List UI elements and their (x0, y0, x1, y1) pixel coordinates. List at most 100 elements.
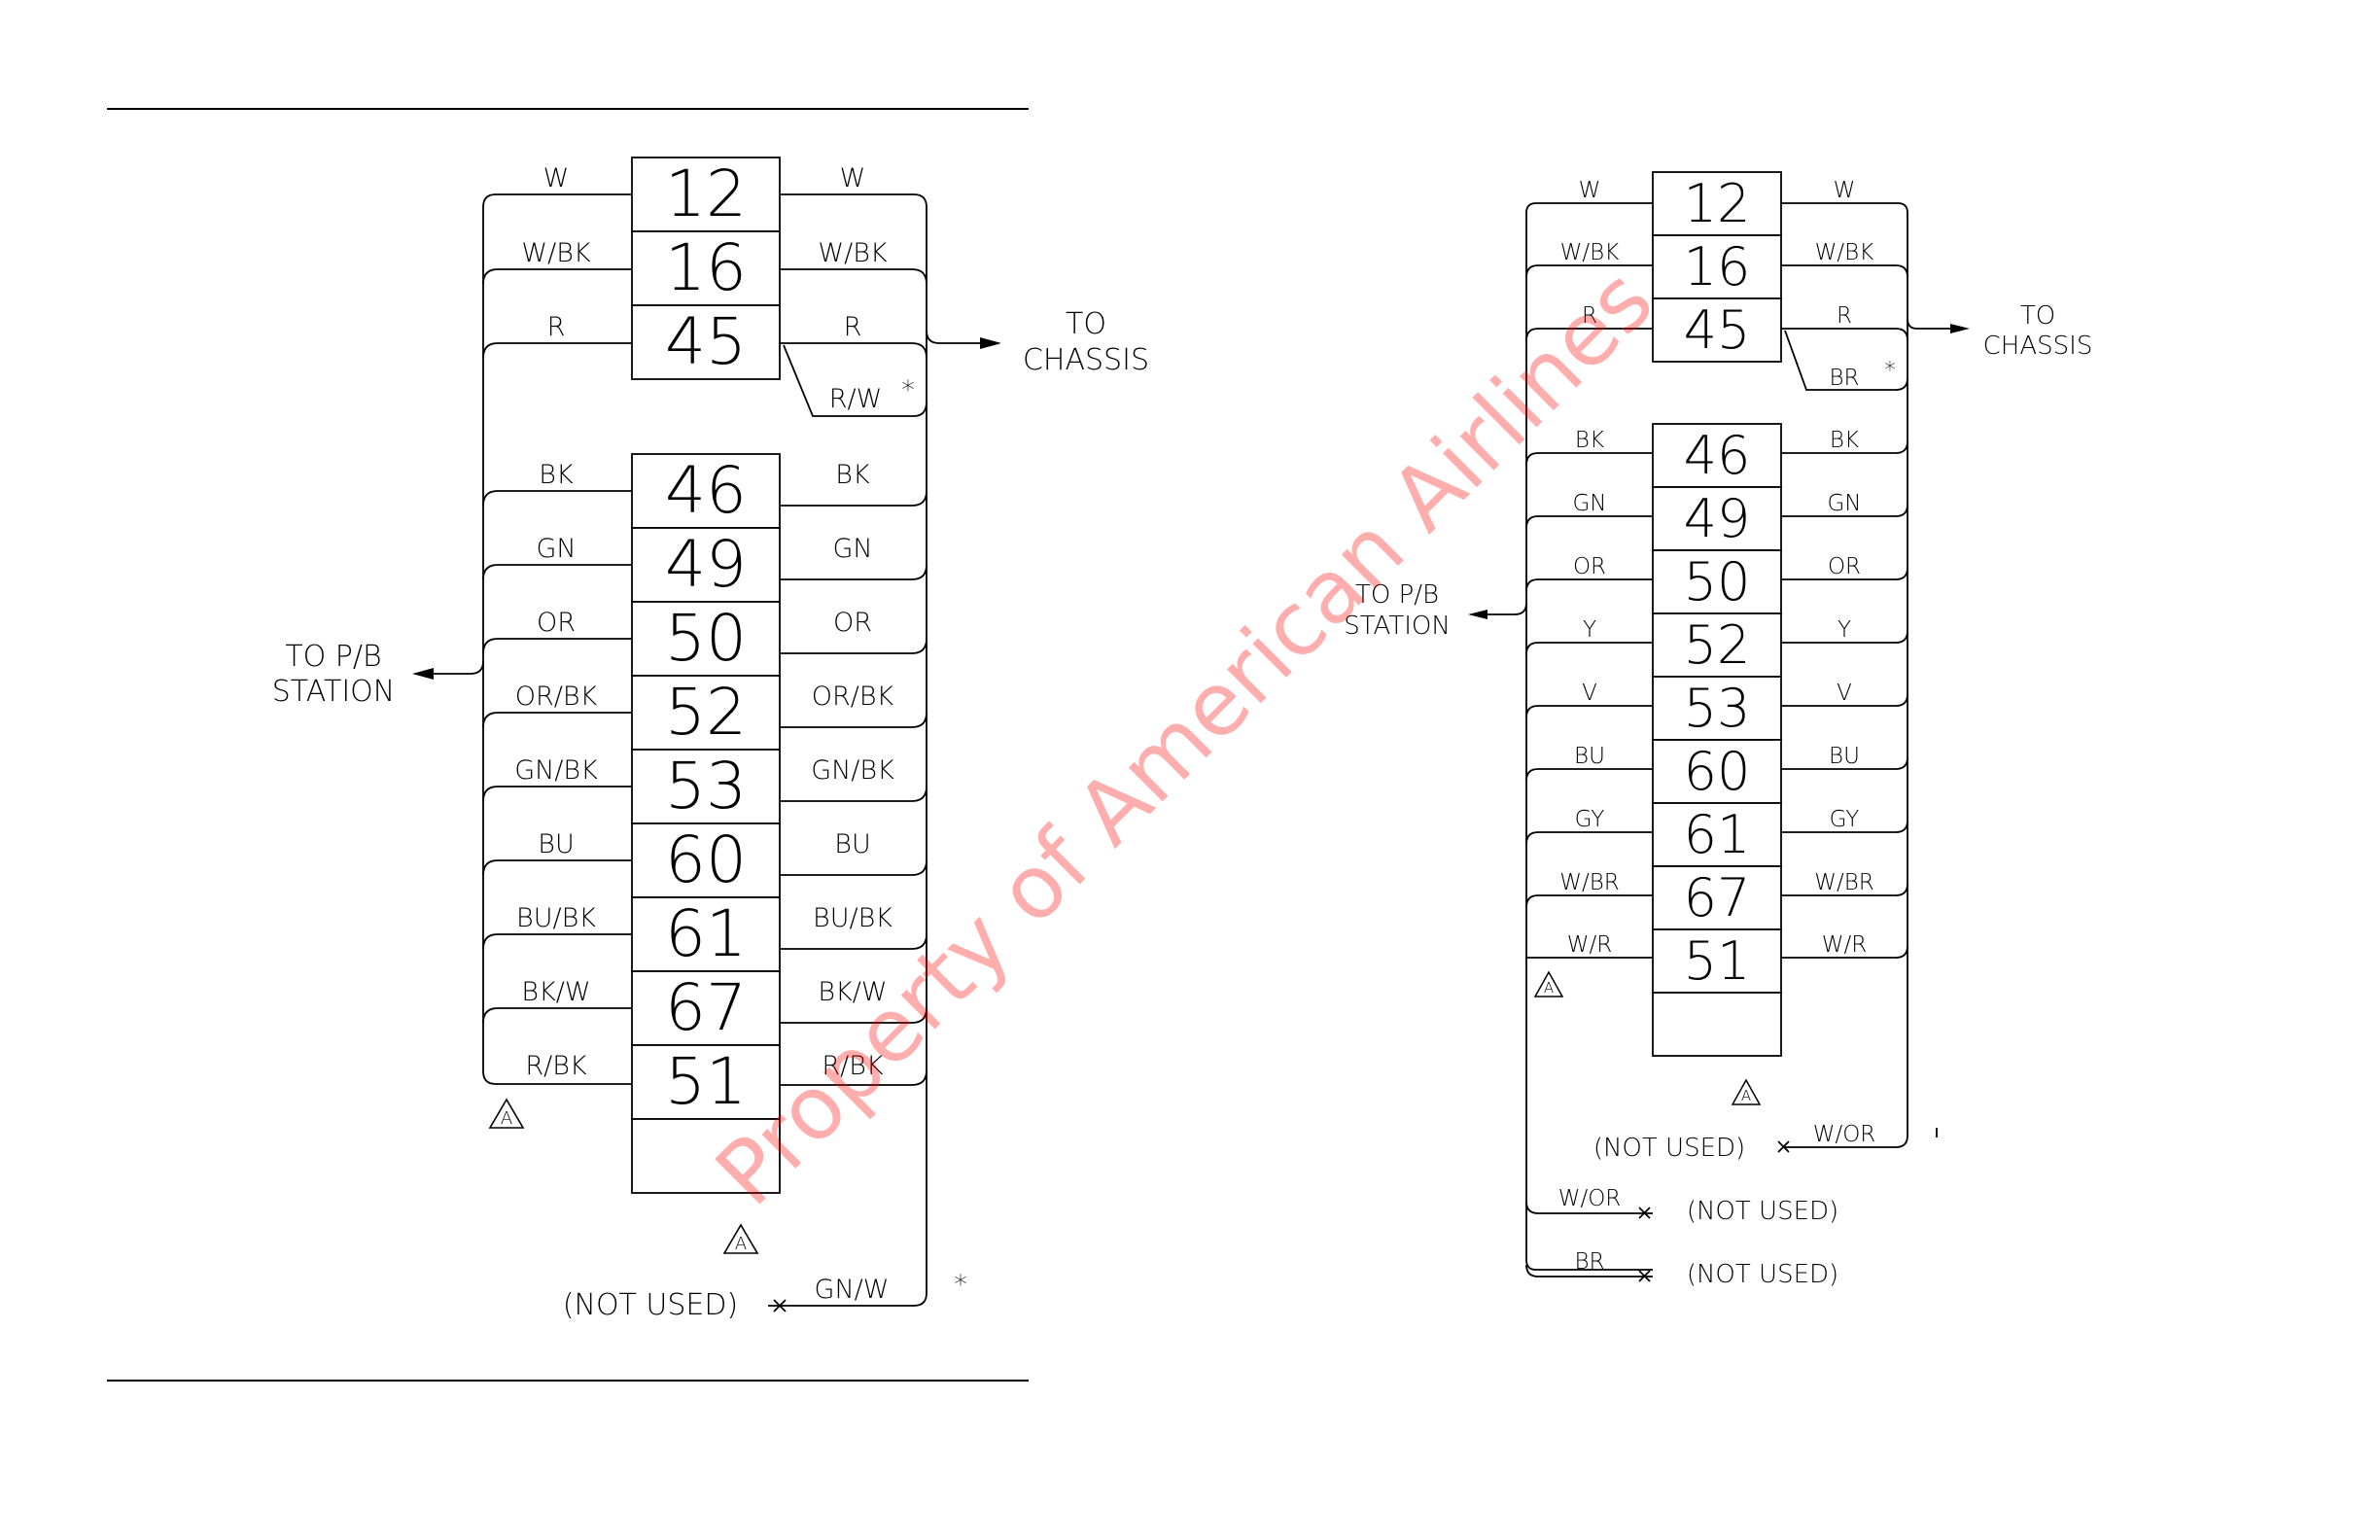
left-wire-label: OR/BK (812, 682, 894, 712)
left-wire-label: BK (835, 460, 870, 490)
right-not-used-wire-label: W/OR (1813, 1122, 1876, 1147)
left-pin-60: 60 (665, 822, 747, 897)
right-to-chassis-label: CHASSIS (1983, 332, 2093, 361)
left-wire-label: R/BK (822, 1051, 884, 1081)
left-to-chassis-label: CHASSIS (1023, 343, 1149, 377)
left-wire-label: BK/W (521, 977, 590, 1007)
right-pin-67: 67 (1684, 867, 1751, 928)
right-wire-label: BU (1829, 744, 1860, 769)
right-wire-label: W/BK (1815, 240, 1874, 265)
svg-text:A: A (501, 1108, 512, 1129)
svg-text:A: A (1741, 1087, 1751, 1104)
right-pin-52: 52 (1684, 614, 1751, 676)
right-not-used-wire-label: BR (1574, 1249, 1604, 1275)
right-to-chassis-label: TO (2020, 301, 2055, 331)
right-pin-16: 16 (1684, 236, 1751, 298)
right-to-station-label: STATION (1344, 612, 1451, 641)
left-wire-label: BU/BK (813, 903, 892, 933)
left-wire-label: BK (539, 460, 574, 490)
left-wire-label: GN/BK (811, 755, 894, 786)
right-pin-51: 51 (1684, 930, 1751, 992)
left-pin-52: 52 (665, 675, 747, 750)
left-pin-12: 12 (665, 157, 747, 231)
right-not-used-label: (NOT USED) (1687, 1197, 1838, 1226)
left-connector-diagram: 12 16 45 46 49 50 52 53 60 61 67 51 W W/… (272, 157, 1149, 1322)
right-not-used-wire-label: W/OR (1558, 1186, 1622, 1211)
left-pin-67: 67 (665, 970, 747, 1045)
left-to-station-label: TO P/B (285, 640, 381, 674)
left-wire-label: R (547, 312, 566, 342)
right-wire-label: V (1837, 681, 1852, 706)
left-pin-block-top (631, 157, 781, 380)
left-not-used-wire-label: GN/W (815, 1275, 890, 1305)
right-wire-label: BK (1575, 428, 1604, 453)
right-wire-label: V (1582, 681, 1597, 706)
left-wire-label: BU (834, 829, 870, 859)
right-pin-53: 53 (1684, 678, 1751, 739)
left-wire-label: W (840, 163, 866, 193)
left-not-used-label: (NOT USED) (563, 1288, 738, 1322)
left-wire-label: BK/W (818, 977, 887, 1007)
left-pin-46: 46 (665, 453, 747, 528)
right-wire-label: GN (1572, 491, 1606, 516)
right-pin-49: 49 (1684, 488, 1751, 549)
left-wire-label: OR (537, 608, 576, 638)
left-extra-wire-label: R/W (829, 384, 883, 414)
right-wire-label: W/BR (1559, 870, 1620, 895)
left-pin-49: 49 (665, 527, 747, 602)
left-wire-label: BU (538, 829, 574, 859)
right-wire-label: BU (1574, 744, 1605, 769)
right-wire-label: W/R (1822, 932, 1867, 958)
right-pin-60: 60 (1684, 741, 1751, 802)
left-pin-53: 53 (665, 749, 747, 823)
svg-text:A: A (1544, 979, 1554, 997)
right-wire-label: R (1582, 303, 1597, 329)
left-not-used-star: * (954, 1270, 967, 1300)
right-wire-label: R (1837, 303, 1852, 329)
left-pin-51: 51 (665, 1044, 747, 1119)
right-wire-label: GY (1575, 807, 1605, 832)
right-wire-label: W (1834, 178, 1856, 203)
left-wire-label: GN (832, 534, 872, 564)
right-wiring (1468, 202, 1970, 1282)
left-note-a-symbol: A (488, 1098, 525, 1129)
right-wire-label: GN (1827, 491, 1861, 516)
left-pin-16: 16 (665, 230, 747, 305)
right-wire-label: Y (1583, 617, 1596, 643)
left-wire-label: OR/BK (515, 682, 598, 712)
right-connector-diagram: 12 16 45 46 49 50 52 53 60 61 67 51 W W/… (1344, 171, 2093, 1289)
right-extra-star: * (1884, 358, 1896, 383)
left-wire-label: R/BK (525, 1051, 587, 1081)
right-pin-block-top (1652, 171, 1782, 363)
left-wire-label: W/BK (521, 238, 590, 268)
left-pin-45: 45 (665, 304, 747, 379)
left-pin-61: 61 (665, 896, 747, 971)
left-to-station-label: STATION (272, 675, 395, 709)
right-wire-label: W/BK (1560, 240, 1620, 265)
right-note-a-symbol: A (1533, 970, 1564, 998)
right-wire-label: Y (1838, 617, 1851, 643)
right-wire-label: GY (1830, 807, 1860, 832)
left-pin-50: 50 (665, 601, 747, 676)
left-pin-block-bottom (631, 453, 781, 1194)
right-wire-label: W/BR (1814, 870, 1874, 895)
right-wire-label: OR (1828, 554, 1861, 579)
right-pin-45: 45 (1684, 299, 1751, 361)
right-not-used-label: (NOT USED) (1687, 1260, 1838, 1289)
left-wire-label: W/BK (818, 238, 887, 268)
right-pin-61: 61 (1684, 804, 1751, 865)
left-wire-label: R (844, 312, 862, 342)
right-wire-label: W (1579, 178, 1601, 203)
left-wire-label: GN (536, 534, 576, 564)
right-note-a-symbol: A (1731, 1078, 1762, 1105)
right-wire-label: W/R (1567, 932, 1612, 958)
right-not-used-label: (NOT USED) (1593, 1134, 1745, 1163)
left-wire-label: BU/BK (516, 903, 596, 933)
right-pin-46: 46 (1684, 425, 1751, 486)
right-wire-label: BK (1830, 428, 1859, 453)
right-to-station-label: TO P/B (1355, 580, 1439, 610)
right-pin-block-bottom (1652, 423, 1782, 1057)
left-note-a-symbol: A (722, 1223, 759, 1254)
